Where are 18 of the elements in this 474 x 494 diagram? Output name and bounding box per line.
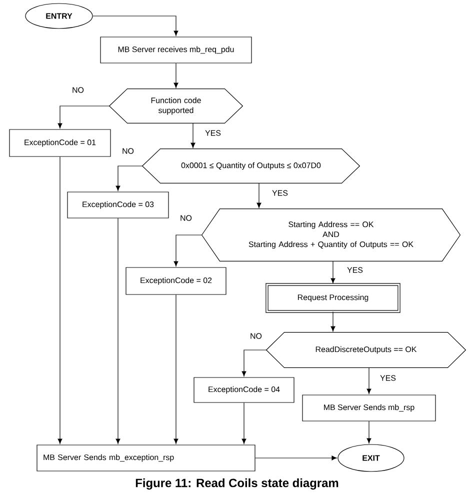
figure-caption: Figure 11: Read Coils state diagram (136, 478, 338, 490)
arrow (116, 218, 120, 444)
arrow (255, 456, 337, 460)
arrow (92, 16, 178, 36)
arrow (366, 421, 372, 444)
arrow (242, 350, 267, 376)
arrow (116, 166, 143, 191)
arrow (190, 122, 196, 148)
arrow (366, 367, 372, 394)
arrow (174, 63, 178, 88)
arrow (256, 182, 262, 208)
arrow (174, 234, 202, 266)
arrow (242, 402, 246, 444)
arrow (330, 260, 336, 284)
arrow (174, 294, 178, 444)
arrow (58, 106, 110, 128)
arrow (58, 156, 62, 444)
arrow (330, 312, 336, 332)
